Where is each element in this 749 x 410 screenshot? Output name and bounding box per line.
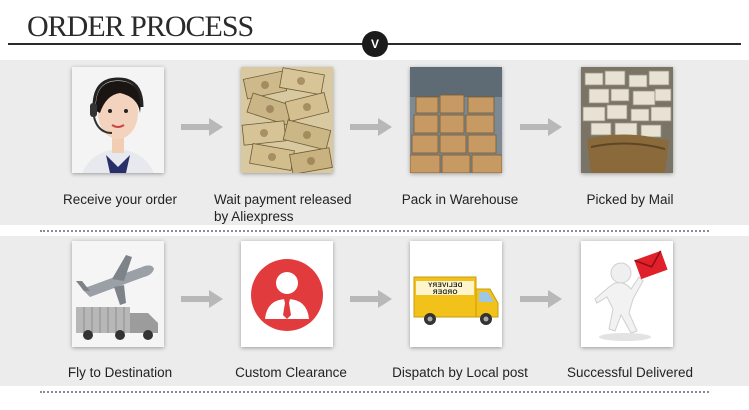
cargo-plane-truck-icon [72,241,164,347]
courier-with-envelope-icon [581,241,673,347]
step-label-pack-warehouse: Pack in Warehouse [401,192,519,207]
delivery-truck-icon: DELIVERY ORDER [410,241,502,347]
arrow-right-icon [181,118,223,136]
customs-officer-icon [241,241,333,347]
arrow-right-icon [350,118,392,136]
arrow-right-icon [181,290,223,308]
mail-parcels-icon [581,67,673,173]
step-label-dispatch-local-post: Dispatch by Local post [392,365,528,380]
truck-side-text: DELIVERY ORDER [427,282,463,296]
arrow-right-icon [520,118,562,136]
step-label-custom-clearance: Custom Clearance [235,365,347,380]
warehouse-boxes-icon [410,67,502,173]
step-label-successful-delivered: Successful Delivered [566,365,694,380]
step-label-picked-by-mail: Picked by Mail [586,192,674,207]
chevron-down-badge-icon: V [362,31,388,57]
step-label-receive-order: Receive your order [62,192,178,207]
arrow-right-icon [350,290,392,308]
money-pile-icon [241,67,333,173]
step-label-wait-payment-line: Wait payment released [214,192,352,207]
step-label-fly-destination: Fly to Destination [67,365,173,380]
arrow-right-icon [520,290,562,308]
customer-service-operator-icon [72,67,164,173]
step-label-wait-payment-line: by Aliexpress [214,209,294,224]
step-label-wait-payment: Wait payment released by Aliexpress [206,191,376,225]
dotted-divider-bottom [40,391,709,393]
page-title: ORDER PROCESS [27,10,254,43]
dotted-divider-top [40,230,709,232]
